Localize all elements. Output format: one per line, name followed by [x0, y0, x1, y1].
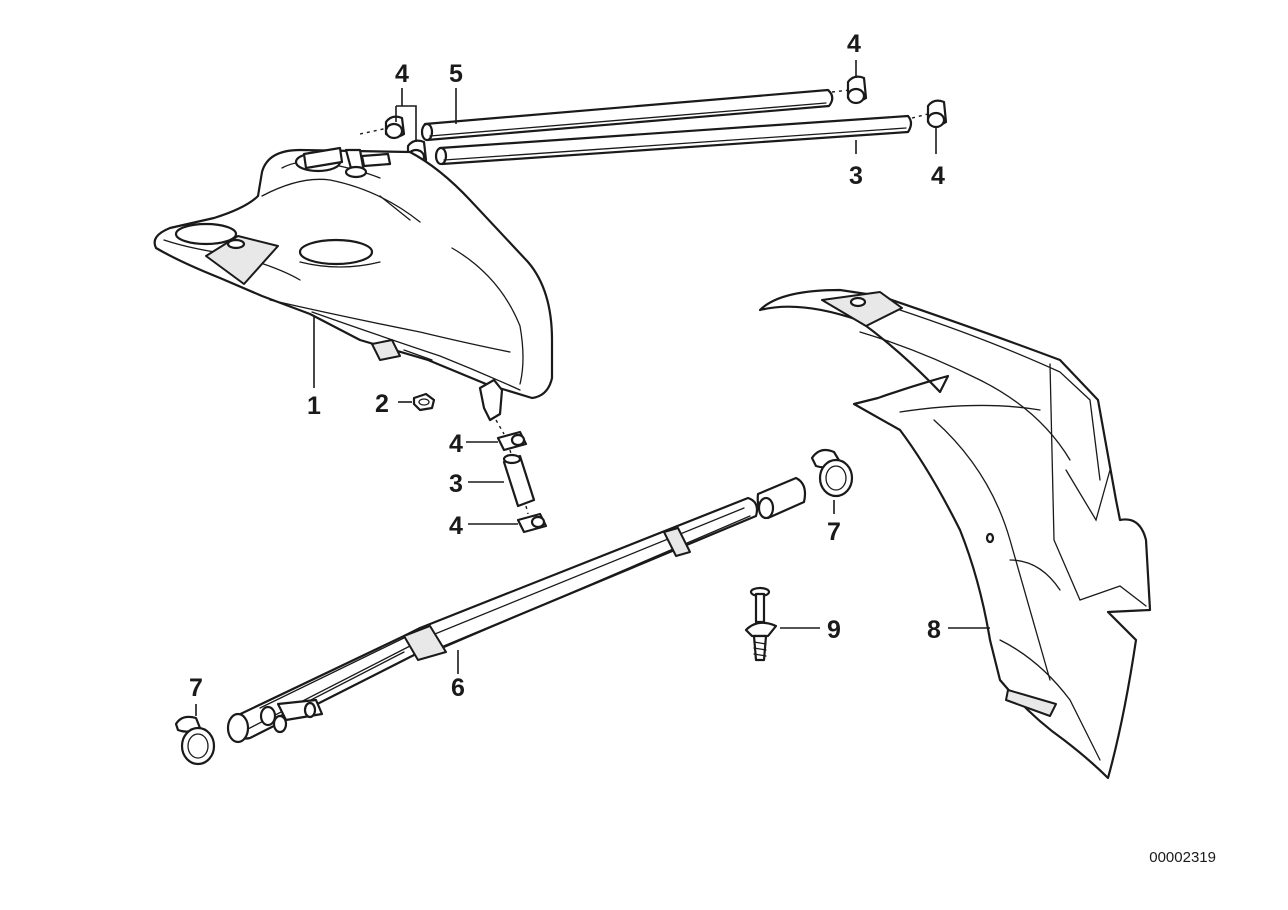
clamp-4-mid-b: [516, 512, 548, 534]
hose-3-upper: [434, 114, 913, 166]
callout-4-mid-b: 4: [449, 512, 463, 540]
callout-7-left: 7: [189, 674, 203, 702]
hose-sleeve-6: [756, 476, 807, 520]
callout-5: 5: [449, 60, 463, 88]
callout-9: 9: [827, 616, 841, 644]
callout-4-upper-right-a: 4: [847, 30, 861, 58]
callout-6: 6: [451, 674, 465, 702]
hose-5: [420, 88, 834, 142]
callout-7-right: 7: [827, 518, 841, 546]
cover-8: [758, 288, 1152, 780]
clamp-4-right-b: [926, 99, 948, 129]
callout-2: 2: [375, 390, 389, 418]
hose-3-lower: [502, 453, 536, 508]
clamp-4-mid-a: [496, 430, 528, 452]
fuel-tank-1: [153, 146, 554, 422]
callout-4-upper-left: 4: [395, 60, 409, 88]
callout-3-lower: 3: [449, 470, 463, 498]
document-number: 00002319: [1149, 849, 1216, 866]
rivet-9: [744, 586, 778, 662]
callout-8: 8: [927, 616, 941, 644]
hose-bundle-6: [226, 496, 759, 744]
nut-2: [412, 392, 436, 412]
callout-3-upper: 3: [849, 162, 863, 190]
clamp-7-left: [174, 715, 216, 766]
clamp-7-right: [810, 448, 854, 498]
clamp-4-right-a: [846, 75, 868, 105]
callout-4-upper-right-b: 4: [931, 162, 945, 190]
callout-1: 1: [307, 392, 321, 420]
clamp-4-upper-a: [384, 115, 406, 140]
callout-4-mid-a: 4: [449, 430, 463, 458]
